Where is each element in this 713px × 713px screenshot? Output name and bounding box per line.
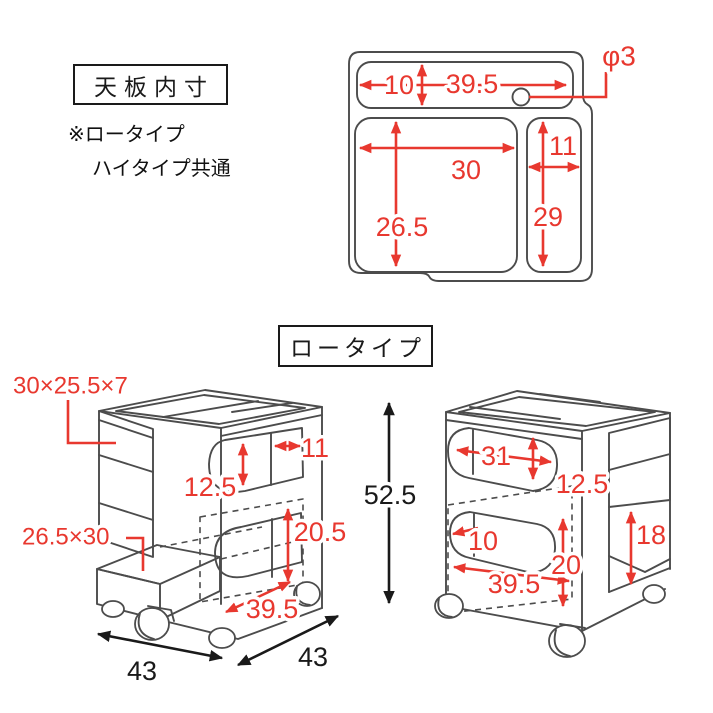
dim-bottom-tray-size: 26.5×30 [22,524,109,551]
low-type-title: ロータイプ [290,335,425,361]
hole-circle [511,87,531,107]
top-view-dimensions: 10 39.5 φ3 30 26.5 11 29 [358,37,639,268]
dim-left-upper-height: 12.5 [184,472,237,502]
main-compartment [354,117,518,273]
top-panel-title-box: 天板内寸 [73,64,228,105]
right-cart-side-tray [608,567,671,593]
right-cart-upper-opening [447,427,558,492]
left-cart-drawers [98,410,154,558]
dim-right-upper-width: 31 [481,441,511,471]
dim-right-upper-height: 12.5 [556,469,609,499]
dim-hole-diameter: φ3 [602,41,636,72]
left-cart-caster [101,600,125,618]
left-cart-dimensions: 30×25.5×7 26.5×30 12.5 11 20.5 39.5 43 4… [10,369,350,690]
left-depth-arrow [236,614,340,667]
dim-cart-width: 43 [127,656,157,686]
dim-left-lower-width: 39.5 [246,594,299,624]
bottom-tray-leader-line [126,536,145,571]
left-cart-upper-opening [208,427,304,493]
top-panel-title: 天板内寸 [94,73,214,100]
dim-main-width: 30 [451,155,481,185]
dim-slot-height: 10 [384,70,414,100]
right-cart-lower-opening-dashed [447,485,573,614]
low-type-title-box: ロータイプ [278,325,433,367]
dim-side-tray-height: 18 [636,520,666,550]
right-cart-drawing [434,390,671,658]
left-cart-caster [293,581,321,607]
left-cart-bottom-tray [96,544,221,585]
dim-right-lower-left: 10 [468,526,498,556]
dim-cart-height: 52.5 [364,480,417,510]
dim-left-lower-height: 20.5 [294,517,347,547]
dim-top-tray-size: 30×25.5×7 [13,373,128,400]
dim-slot-width: 39.5 [446,69,499,99]
top-tray-leader-line [66,400,116,445]
dim-side-width: 11 [549,131,577,161]
side-compartment [526,117,582,273]
note-line-1: ※ロータイプ [68,124,185,146]
dim-right-lower-height: 20 [551,550,581,580]
right-cart-dimensions: 31 12.5 10 20 39.5 18 [451,436,670,608]
top-slot-compartment [356,61,574,109]
left-width-arrow [96,630,224,662]
left-cart-caster [208,627,236,649]
left-lower-width-arrow [225,580,291,614]
dim-main-height: 26.5 [376,212,429,242]
right-cart-side-drawers [608,417,671,508]
dim-side-height: 29 [533,202,563,232]
type-note: ※ロータイプ ハイタイプ共通 [68,118,231,186]
hole-leader-line [529,72,608,99]
dim-right-lower-width: 39.5 [488,569,541,599]
dim-left-upper-width: 11 [301,433,329,463]
dim-cart-depth: 43 [298,642,328,672]
right-lower-width-arrow [452,563,571,585]
height-dimension: 52.5 [360,401,420,605]
right-lower-left-arrow [451,526,479,537]
note-line-2: ハイタイプ共通 [92,158,231,180]
right-cart-caster [642,584,666,604]
